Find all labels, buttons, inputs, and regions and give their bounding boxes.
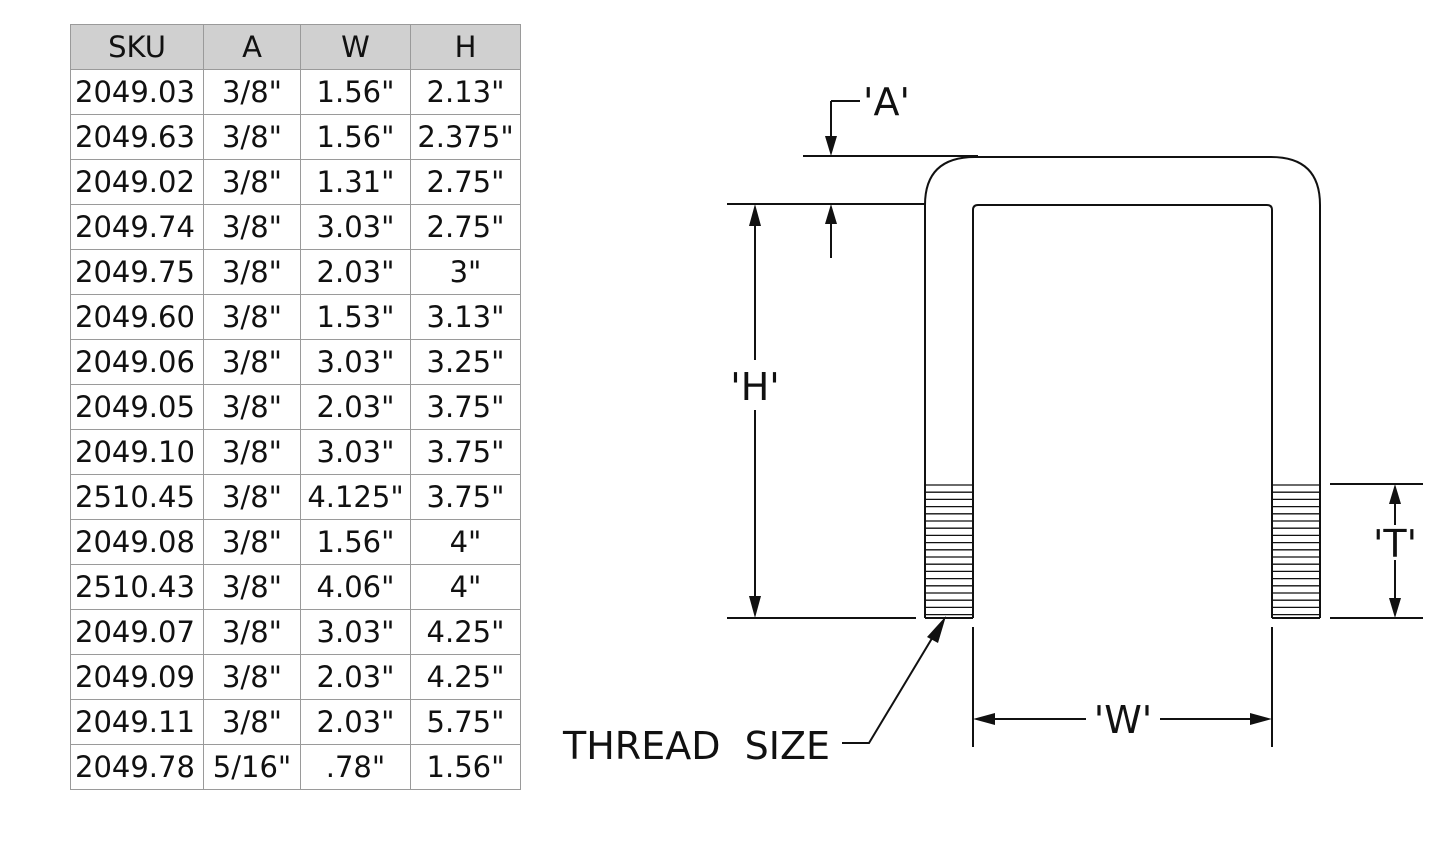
cell-w: 4.06": [300, 564, 411, 610]
cell-h: 3.13": [410, 294, 521, 340]
h-arrowhead-up: [749, 204, 761, 226]
cell-h: 4": [410, 564, 521, 610]
cell-sku: 2049.74: [70, 204, 204, 250]
cell-a: 3/8": [203, 159, 301, 205]
cell-w: 3.03": [300, 609, 411, 655]
cell-sku: 2049.06: [70, 339, 204, 385]
cell-h: 3.25": [410, 339, 521, 385]
cell-a: 3/8": [203, 429, 301, 475]
cell-h: 2.13": [410, 69, 521, 115]
cell-a: 5/16": [203, 744, 301, 790]
cell-w: 1.56": [300, 519, 411, 565]
cell-h: 2.375": [410, 114, 521, 160]
table-header-row: SKU A W H: [70, 24, 521, 70]
cell-sku: 2049.11: [70, 699, 204, 745]
cell-sku: 2049.05: [70, 384, 204, 430]
header-sku: SKU: [70, 24, 204, 70]
cell-w: 3.03": [300, 339, 411, 385]
cell-h: 3.75": [410, 384, 521, 430]
cell-w: 2.03": [300, 654, 411, 700]
cell-w: 1.31": [300, 159, 411, 205]
cell-h: 1.56": [410, 744, 521, 790]
u-bolt-outer-outline: [924, 156, 1321, 618]
thread-leader: [842, 629, 938, 744]
cell-a: 3/8": [203, 249, 301, 295]
h-arrowhead-down: [749, 596, 761, 618]
cell-sku: 2049.75: [70, 249, 204, 295]
cell-sku: 2510.43: [70, 564, 204, 610]
cell-h: 2.75": [410, 204, 521, 250]
t-arrowhead-down: [1389, 598, 1401, 618]
a-arrowhead-down: [825, 136, 837, 156]
cell-w: .78": [300, 744, 411, 790]
header-h: H: [410, 24, 521, 70]
u-bolt-inner-outline: [972, 204, 1273, 618]
cell-sku: 2049.78: [70, 744, 204, 790]
cell-sku: 2049.10: [70, 429, 204, 475]
a-arrowhead-up: [825, 204, 837, 224]
cell-sku: 2049.09: [70, 654, 204, 700]
cell-a: 3/8": [203, 339, 301, 385]
cell-sku: 2049.08: [70, 519, 204, 565]
thread-arrowhead: [927, 616, 946, 643]
cell-a: 3/8": [203, 699, 301, 745]
cell-sku: 2049.03: [70, 69, 204, 115]
cell-h: 2.75": [410, 159, 521, 205]
cell-w: 2.03": [300, 249, 411, 295]
cell-a: 3/8": [203, 294, 301, 340]
label-w: 'W': [1094, 698, 1152, 742]
cell-a: 3/8": [203, 204, 301, 250]
t-arrowhead-up: [1389, 484, 1401, 504]
cell-h: 3": [410, 249, 521, 295]
cell-sku: 2049.60: [70, 294, 204, 340]
cell-a: 3/8": [203, 384, 301, 430]
cell-w: 2.03": [300, 384, 411, 430]
cell-w: 1.56": [300, 69, 411, 115]
cell-a: 3/8": [203, 519, 301, 565]
w-arrowhead-left: [973, 713, 995, 725]
w-arrowhead-right: [1250, 713, 1272, 725]
cell-a: 3/8": [203, 114, 301, 160]
label-t: 'T': [1373, 522, 1417, 566]
cell-sku: 2049.63: [70, 114, 204, 160]
label-a: 'A': [863, 80, 910, 124]
label-h: 'H': [730, 365, 779, 409]
cell-sku: 2049.07: [70, 609, 204, 655]
label-thread-size: THREAD SIZE: [562, 724, 830, 768]
cell-a: 3/8": [203, 654, 301, 700]
cell-h: 4.25": [410, 609, 521, 655]
cell-w: 2.03": [300, 699, 411, 745]
cell-sku: 2049.02: [70, 159, 204, 205]
cell-w: 1.53": [300, 294, 411, 340]
cell-sku: 2510.45: [70, 474, 204, 520]
